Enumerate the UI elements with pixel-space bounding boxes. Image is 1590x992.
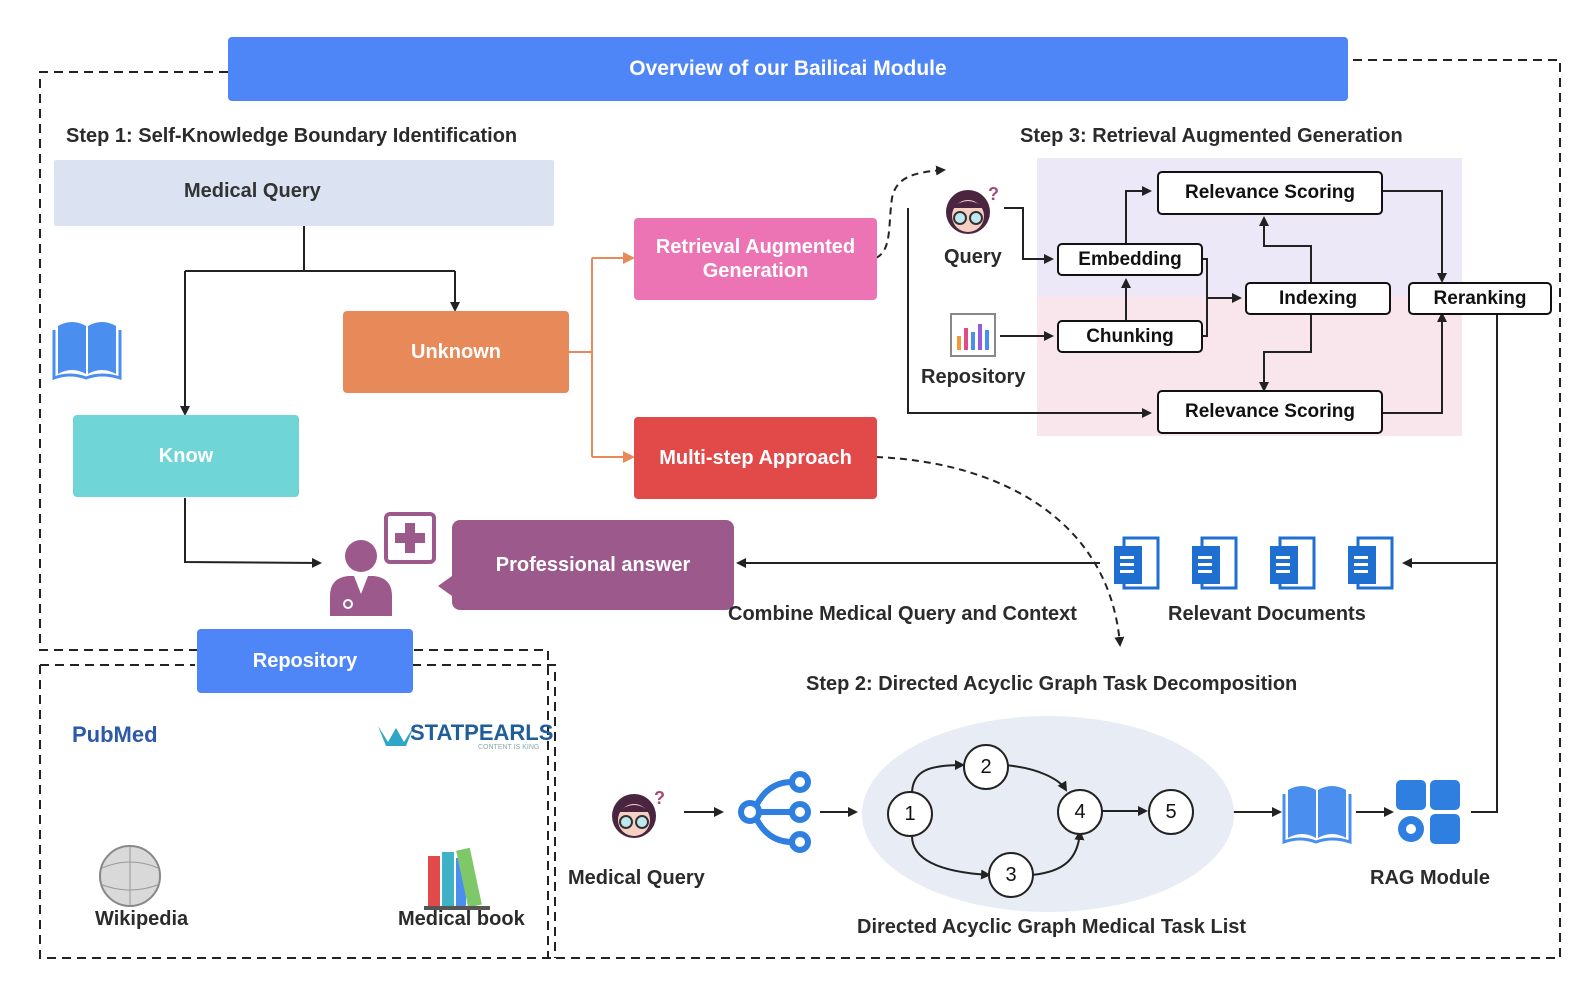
relevance-scoring-bottom-box: Relevance Scoring [1157,390,1383,434]
chunking-label: Chunking [1086,325,1174,347]
medical-query-label: Medical Query [184,180,321,202]
book-icon-step2 [1282,786,1352,845]
dag-node-3: 3 [988,852,1034,898]
relevance-scoring-top-label: Relevance Scoring [1184,182,1356,203]
document-icon [1270,536,1316,590]
step3-query-label: Query [944,246,1002,268]
relevance-scoring-top-box: Relevance Scoring [1157,171,1383,215]
dag-node-4: 4 [1057,789,1103,835]
statpearls-tagline: CONTENT IS KING [478,744,540,751]
dag-task-list-label: Directed Acyclic Graph Medical Task List [857,916,1247,938]
repository-chart-icon [950,313,996,357]
document-icons [1114,536,1394,590]
wikipedia-globe-icon [99,845,161,907]
rag-label: Retrieval Augmented Generation [655,236,856,282]
statpearls-logo: STATPEARLS [410,720,554,745]
dag-node-2: 2 [963,744,1009,790]
user-avatar-icon-step2: ? [612,788,665,838]
rag-module-label: RAG Module [1370,867,1490,889]
relevance-scoring-bottom-label: Relevance Scoring [1184,401,1356,422]
document-icon [1348,536,1394,590]
step3-repository-label: Repository [921,366,1026,388]
relevant-documents-label: Relevant Documents [1168,603,1366,625]
bubble-tail [438,576,452,596]
professional-answer-label: Professional answer [495,553,691,576]
rag-module-icon [1396,780,1460,844]
dashed-border-main [39,59,1561,959]
reranking-label: Reranking [1433,287,1527,309]
professional-answer-bubble: Professional answer [452,520,734,610]
multistep-box: Multi-step Approach [634,417,877,499]
step1-title: Step 1: Self-Knowledge Boundary Identifi… [66,125,518,147]
user-avatar-icon-step3: ? [946,184,999,234]
multistep-label: Multi-step Approach [659,446,852,469]
svg-text:?: ? [654,788,665,808]
repository-header: Repository [197,629,413,693]
combine-label: Combine Medical Query and Context [728,603,1077,625]
embedding-box: Embedding [1057,243,1203,276]
know-box: Know [73,415,299,497]
header-title: Overview of our Bailicai Module [629,57,947,80]
wikipedia-label: Wikipedia [95,908,189,930]
document-icon [1192,536,1238,590]
chunking-box: Chunking [1057,320,1203,353]
document-icon [1114,536,1160,590]
indexing-label: Indexing [1278,287,1358,309]
embedding-label: Embedding [1078,248,1182,270]
unknown-box: Unknown [343,311,569,393]
indexing-box: Indexing [1245,282,1391,315]
medical-book-label: Medical book [398,908,525,930]
doctor-icon [330,512,436,616]
rag-box: Retrieval Augmented Generation [634,218,877,300]
pubmed-logo: PubMed [72,722,158,747]
medical-book-icon [424,847,490,910]
step3-title: Step 3: Retrieval Augmented Generation [1020,125,1403,147]
know-label: Know [158,444,214,467]
unknown-label: Unknown [411,340,501,363]
dag-node-1: 1 [887,791,933,837]
header-banner: Overview of our Bailicai Module [228,37,1348,101]
step2-medical-query-label: Medical Query [568,867,705,889]
book-icon-left [52,322,122,381]
medical-query-box [54,160,554,226]
reranking-box: Reranking [1408,282,1552,315]
step2-title: Step 2: Directed Acyclic Graph Task Deco… [806,673,1298,695]
repository-title: Repository [252,649,358,672]
dag-node-5: 5 [1148,789,1194,835]
task-split-icon [738,771,811,853]
svg-text:?: ? [988,184,999,204]
statpearls-mark-icon [378,726,414,746]
